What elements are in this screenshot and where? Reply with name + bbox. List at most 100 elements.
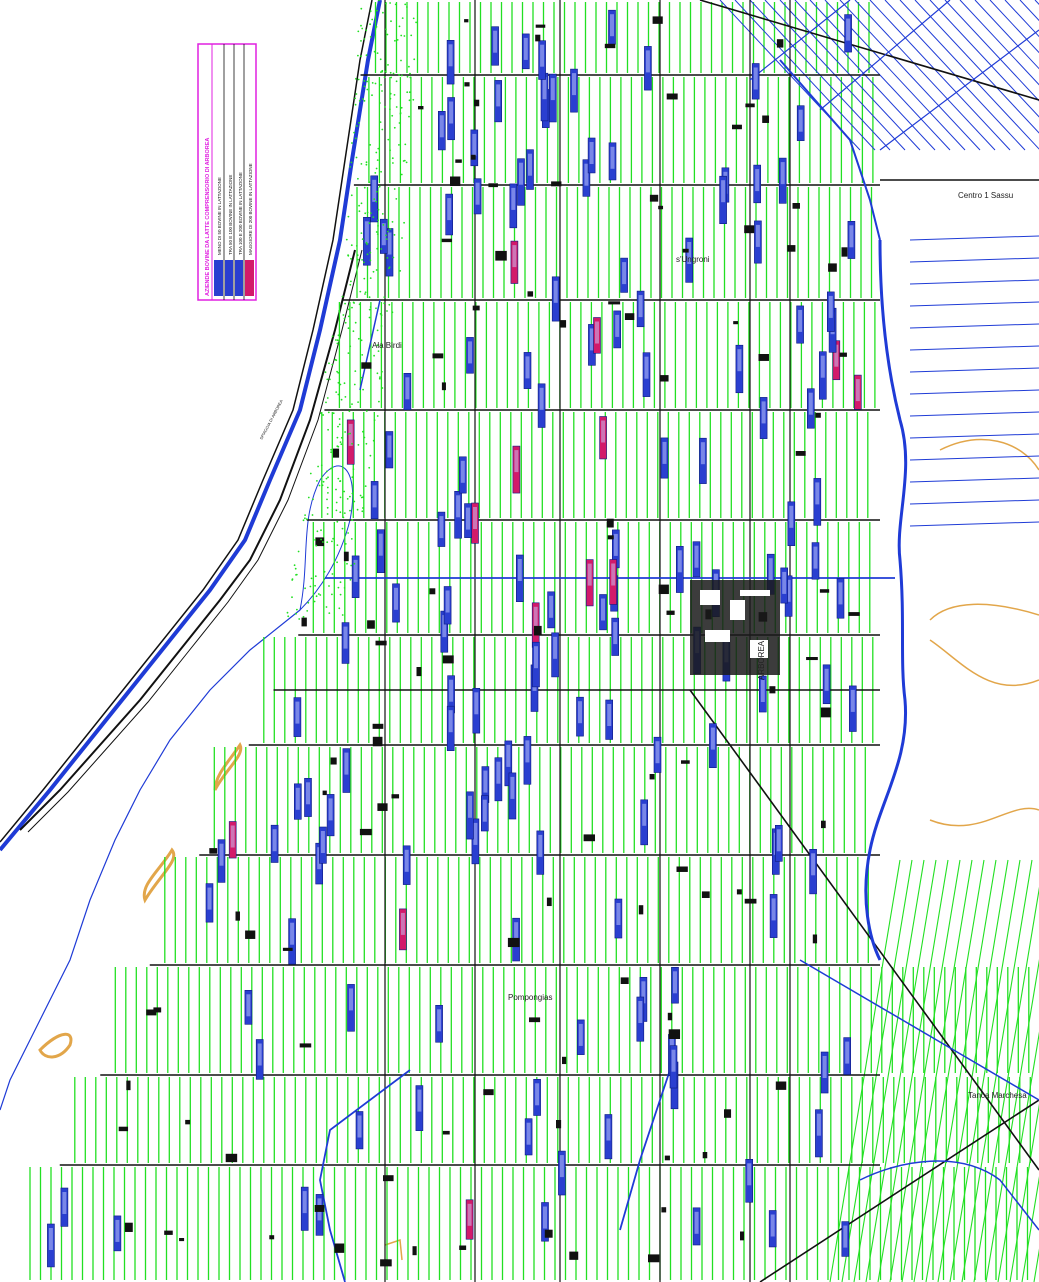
vegetation-dot [364, 212, 367, 215]
farm-marker-label [535, 1083, 540, 1106]
farm-marker-label [553, 636, 558, 659]
parcel-line [909, 235, 1039, 241]
vegetation-dot [326, 378, 329, 381]
parcel-line [913, 859, 985, 1282]
building [470, 154, 476, 160]
vegetation-dot [358, 204, 360, 207]
building [301, 617, 307, 627]
farm-marker-label [786, 579, 791, 602]
vegetation-dot [320, 464, 323, 467]
building [375, 640, 387, 646]
building [343, 551, 349, 562]
farm-marker-label [540, 44, 545, 67]
building [495, 250, 507, 261]
vegetation-dot [287, 615, 290, 618]
vegetation-dot [351, 142, 353, 144]
vegetation-dot [356, 125, 358, 127]
vegetation-dot [358, 303, 361, 306]
vegetation-dot [349, 345, 352, 348]
farm-marker-label [538, 834, 543, 857]
vegetation-dot [402, 160, 405, 162]
vegetation-dot [376, 159, 379, 162]
building [533, 625, 542, 636]
farm-markers [47, 9, 862, 1268]
road-network [59, 0, 1039, 1282]
parcel-line [909, 411, 1039, 417]
vegetation-dot [377, 147, 380, 150]
vegetation-dot [379, 121, 382, 123]
farm-marker-label [437, 1009, 442, 1032]
building [839, 352, 847, 357]
building [732, 124, 742, 130]
vegetation-dot [394, 3, 397, 6]
vegetation-dot [365, 241, 368, 244]
vegetation-dot [393, 234, 396, 236]
vegetation-dot [365, 29, 368, 32]
vegetation-dot [399, 270, 402, 272]
vegetation-dot [352, 330, 355, 333]
vegetation-dot [337, 381, 340, 384]
building [795, 451, 806, 456]
vegetation-dot [408, 65, 410, 68]
building [848, 612, 860, 616]
vegetation-dot [368, 222, 371, 225]
vegetation-dot [322, 414, 325, 416]
vegetation-dot [361, 238, 364, 241]
farm-marker-label [519, 162, 523, 185]
vegetation-dot [398, 122, 401, 124]
farm-marker-label [855, 379, 860, 402]
vegetation-dot [347, 308, 350, 311]
vegetation-dot [393, 188, 396, 190]
parcel-line [997, 1031, 1039, 1282]
building [819, 589, 830, 593]
building [841, 247, 848, 257]
vegetation-dot [383, 76, 386, 79]
vegetation-dot [369, 144, 372, 146]
vegetation-dot [366, 80, 368, 83]
vegetation-dot [353, 500, 356, 503]
farm-marker-label [846, 18, 851, 41]
farm-marker-label [798, 109, 803, 132]
building [441, 238, 452, 243]
vegetation-dot [336, 544, 339, 546]
farm-marker-label [610, 14, 614, 37]
vegetation-dot [413, 58, 416, 61]
vegetation-dot [398, 73, 400, 76]
farm-marker-label [622, 262, 627, 285]
vegetation-dot [363, 436, 366, 439]
building [488, 183, 498, 188]
vegetation-dot [355, 93, 358, 95]
farm-marker-label [687, 242, 692, 264]
building [667, 1012, 673, 1021]
vegetation-dot [409, 76, 412, 79]
vegetation-dot [338, 418, 341, 420]
building [702, 1152, 708, 1159]
vegetation-dot [335, 488, 337, 491]
vegetation-dot [346, 498, 349, 500]
building [126, 1080, 131, 1091]
vegetation-dot [341, 527, 344, 530]
vegetation-dot [315, 595, 318, 598]
vegetation-dot [336, 339, 339, 342]
vegetation-dot [338, 607, 341, 610]
vegetation-dot [406, 91, 409, 94]
parcel-line [949, 859, 1021, 1282]
parcel-line [909, 389, 1039, 395]
vegetation-dot [385, 2, 387, 5]
building [559, 320, 567, 328]
farm-marker-label [780, 162, 785, 185]
vegetation-dot [294, 567, 297, 570]
building [745, 103, 755, 108]
vegetation-dot [381, 128, 384, 131]
vegetation-dot [332, 537, 334, 540]
parcel-line [841, 859, 913, 1282]
farm-marker-label [782, 571, 787, 594]
farm-marker-label [838, 582, 843, 605]
farm-marker-label [448, 44, 453, 67]
legend-swatch-4 [245, 260, 254, 296]
parcel-line [959, 0, 1039, 86]
legend-item-4: MAGGIORE DI 200 BOVINE IN LATTAZIONE [248, 163, 253, 255]
farm-marker-label [694, 1211, 699, 1234]
building [372, 723, 384, 729]
